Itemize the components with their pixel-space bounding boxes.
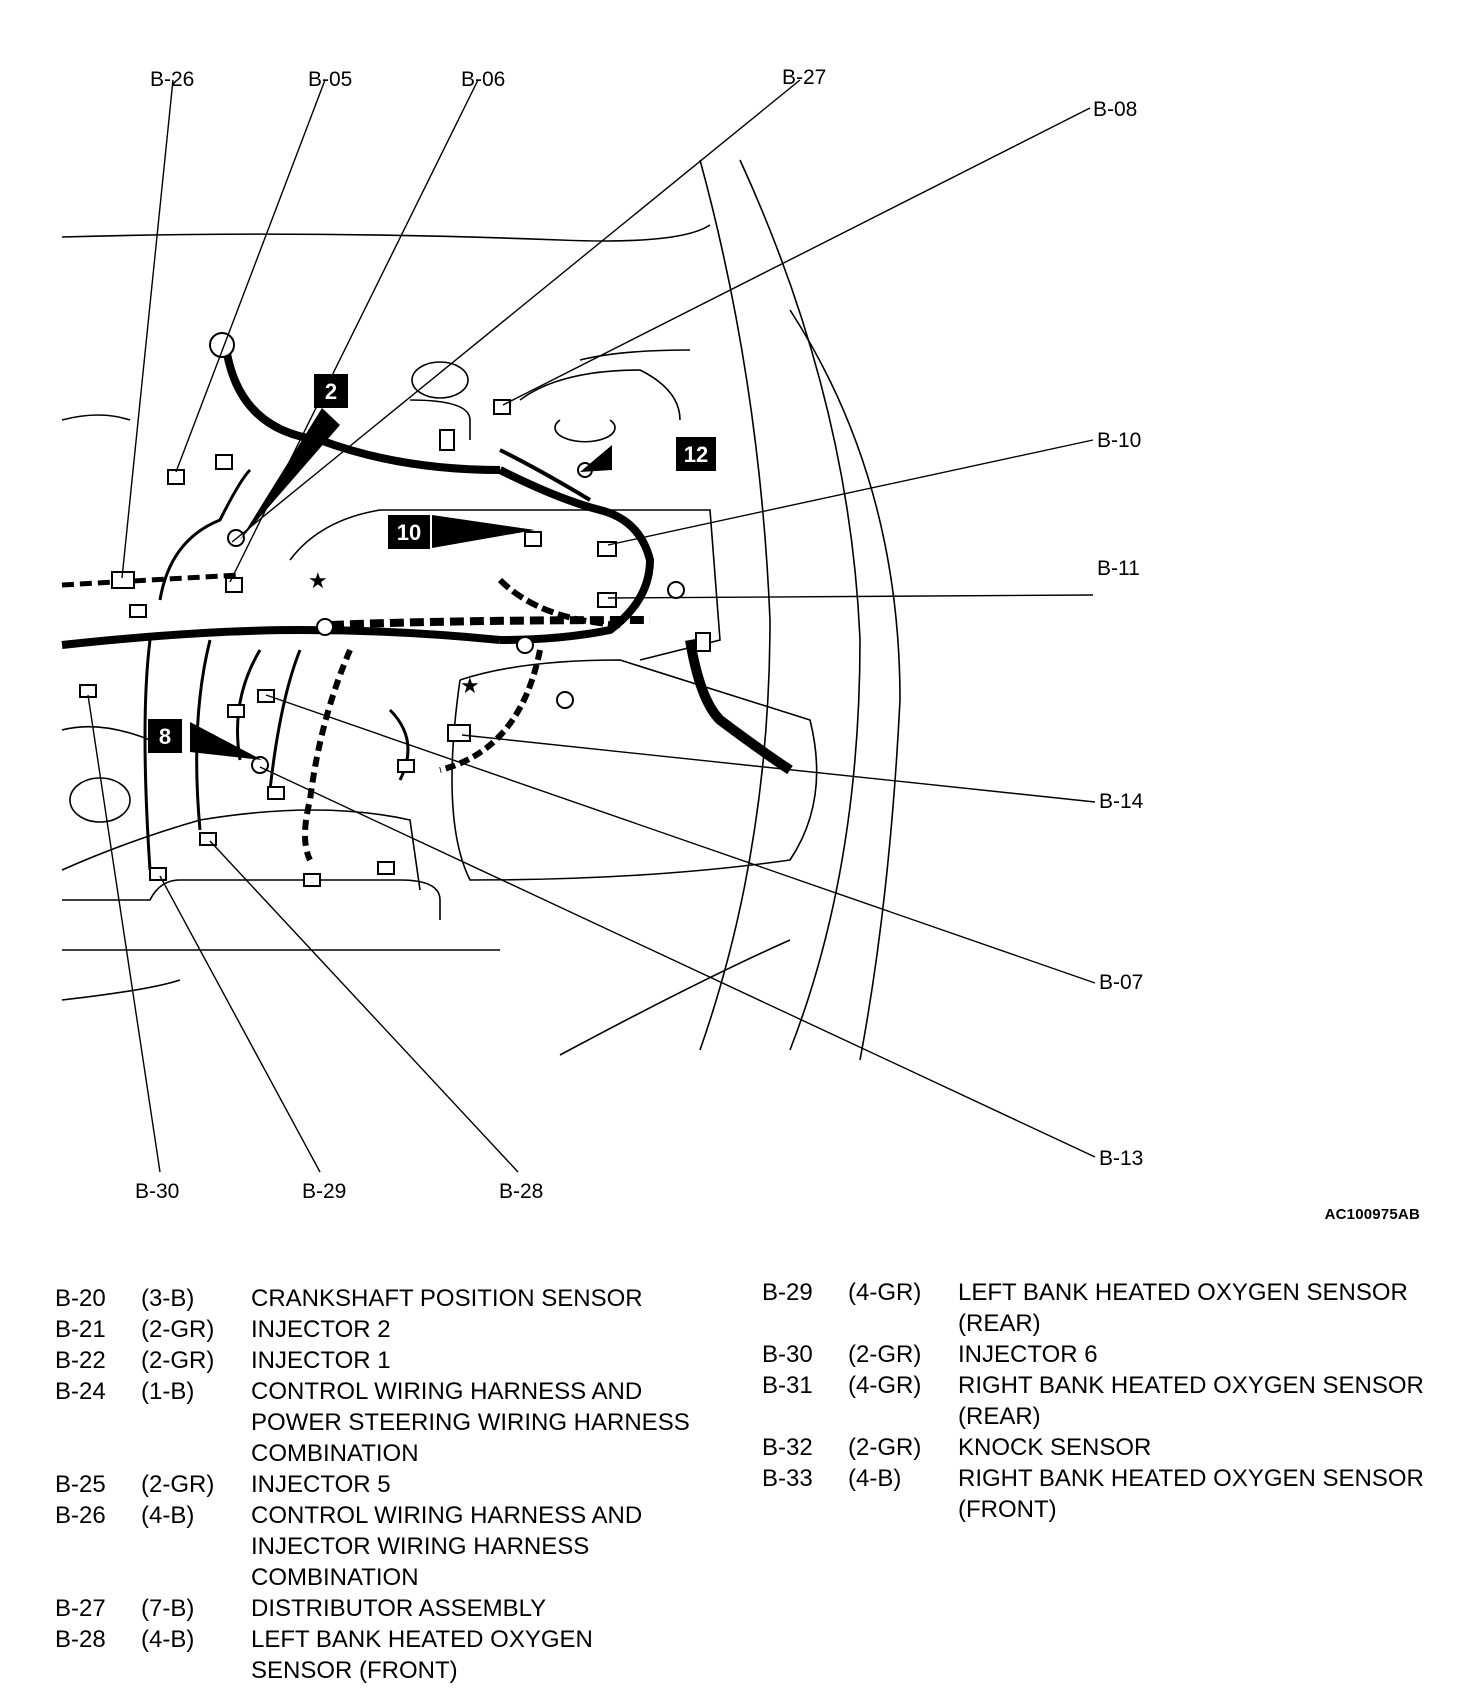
svg-text:10: 10: [397, 520, 421, 545]
connector-spec: (2-GR): [141, 1347, 215, 1374]
reference-stars: ★ ★: [308, 568, 480, 698]
badge-8: 8: [148, 719, 182, 753]
callout-b27: B-27: [782, 66, 826, 89]
legend-row: B-21 (2-GR) INJECTOR 2: [55, 1314, 695, 1345]
callout-b14: B-14: [1099, 790, 1144, 813]
connector-spec: (2-GR): [141, 1316, 215, 1343]
callout-b28: B-28: [499, 1180, 543, 1203]
legend-row: B-28 (4-B) LEFT BANK HEATED OXYGEN SENSOR …: [55, 1624, 695, 1686]
connector-code: B-30: [762, 1341, 813, 1368]
connector-legend-left: B-20 (3-B) CRANKSHAFT POSITION SENSOR B-21…: [55, 1283, 695, 1686]
callout-b05: B-05: [308, 68, 352, 91]
connector-description: KNOCK SENSOR: [958, 1434, 1152, 1461]
callout-b13: B-13: [1099, 1147, 1143, 1170]
connector-spec: (4-B): [848, 1465, 902, 1492]
connector-spec: (4-B): [141, 1502, 195, 1529]
connector-code: B-21: [55, 1316, 106, 1343]
connector-description: RIGHT BANK HEATED OXYGEN SENSOR (REAR): [958, 1372, 1424, 1430]
connector-spec: (7-B): [141, 1595, 195, 1622]
connector-symbols: [79, 399, 711, 887]
connector-spec: (4-B): [141, 1626, 195, 1653]
legend-row: B-24 (1-B) CONTROL WIRING HARNESS AND POWE…: [55, 1376, 695, 1469]
legend-row: B-32 (2-GR) KNOCK SENSOR: [762, 1432, 1442, 1463]
connector-spec: (3-B): [141, 1285, 195, 1312]
pointer-wedges: [190, 408, 612, 760]
connector-code: B-22: [55, 1347, 106, 1374]
badge-10: 10: [388, 515, 430, 549]
connector-code: B-31: [762, 1372, 813, 1399]
legend-row: B-30 (2-GR) INJECTOR 6: [762, 1339, 1442, 1370]
legend-row: B-29 (4-GR) LEFT BANK HEATED OXYGEN SENSOR…: [762, 1277, 1442, 1339]
connector-description: CRANKSHAFT POSITION SENSOR: [251, 1285, 643, 1312]
callout-b30: B-30: [135, 1180, 179, 1203]
connector-spec: (4-GR): [848, 1372, 922, 1399]
callout-b11: B-11: [1097, 557, 1140, 580]
connector-legend-right: B-29 (4-GR) LEFT BANK HEATED OXYGEN SENSOR…: [762, 1277, 1442, 1525]
leader-lines: [87, 79, 1096, 1173]
connector-code: B-29: [762, 1279, 813, 1306]
connector-description: RIGHT BANK HEATED OXYGEN SENSOR (FRONT): [958, 1465, 1424, 1523]
connector-description: LEFT BANK HEATED OXYGEN SENSOR (REAR): [958, 1279, 1408, 1337]
connector-code: B-24: [55, 1378, 106, 1405]
connector-code: B-26: [55, 1502, 106, 1529]
grommets: [209, 332, 685, 774]
connector-description: INJECTOR 1: [251, 1347, 391, 1374]
connector-description: CONTROL WIRING HARNESS AND POWER STEERIN…: [251, 1378, 690, 1467]
harness-lines: [61, 339, 793, 871]
connector-code: B-27: [55, 1595, 106, 1622]
callout-b26: B-26: [150, 68, 194, 91]
legend-row: B-31 (4-GR) RIGHT BANK HEATED OXYGEN SENSO…: [762, 1370, 1442, 1432]
svg-text:★: ★: [308, 568, 328, 593]
callout-b10: B-10: [1097, 429, 1141, 452]
connector-description: INJECTOR 5: [251, 1471, 391, 1498]
svg-text:8: 8: [159, 724, 171, 749]
callout-b07: B-07: [1099, 971, 1143, 994]
legend-row: B-26 (4-B) CONTROL WIRING HARNESS AND INJE…: [55, 1500, 695, 1593]
connector-spec: (2-GR): [848, 1341, 922, 1368]
svg-text:★: ★: [460, 673, 480, 698]
legend-row: B-33 (4-B) RIGHT BANK HEATED OXYGEN SENSOR…: [762, 1463, 1442, 1525]
legend-row: B-27 (7-B) DISTRIBUTOR ASSEMBLY: [55, 1593, 695, 1624]
connector-description: INJECTOR 6: [958, 1341, 1098, 1368]
connector-spec: (2-GR): [848, 1434, 922, 1461]
figure-id: AC100975AB: [1324, 1206, 1420, 1223]
legend-row: B-25 (2-GR) INJECTOR 5: [55, 1469, 695, 1500]
svg-text:2: 2: [325, 379, 337, 404]
callout-labels: B-26 B-05 B-06 B-27 B-08 B-10 B-11 B-14 …: [135, 66, 1144, 1203]
connector-spec: (1-B): [141, 1378, 195, 1405]
connector-description: LEFT BANK HEATED OXYGEN SENSOR (FRONT): [251, 1626, 593, 1684]
connector-code: B-20: [55, 1285, 106, 1312]
legend-row: B-20 (3-B) CRANKSHAFT POSITION SENSOR: [55, 1283, 695, 1314]
badge-12: 12: [676, 437, 716, 471]
callout-b06: B-06: [461, 68, 505, 91]
connector-description: CONTROL WIRING HARNESS AND INJECTOR WIRI…: [251, 1502, 643, 1591]
connector-spec: (2-GR): [141, 1471, 215, 1498]
legend-row: B-22 (2-GR) INJECTOR 1: [55, 1345, 695, 1376]
callout-b29: B-29: [302, 1180, 346, 1203]
connector-description: DISTRIBUTOR ASSEMBLY: [251, 1595, 547, 1622]
connector-code: B-32: [762, 1434, 813, 1461]
svg-text:12: 12: [684, 442, 708, 467]
badge-2: 2: [314, 374, 348, 408]
connector-spec: (4-GR): [848, 1279, 922, 1306]
connector-code: B-25: [55, 1471, 106, 1498]
connector-description: INJECTOR 2: [251, 1316, 391, 1343]
engine-wiring-diagram: ★ ★ 2 12 10 8: [61, 66, 1144, 1203]
engine-outline: [61, 159, 901, 1061]
callout-b08: B-08: [1093, 98, 1137, 121]
connector-code: B-33: [762, 1465, 813, 1492]
connector-code: B-28: [55, 1626, 106, 1653]
